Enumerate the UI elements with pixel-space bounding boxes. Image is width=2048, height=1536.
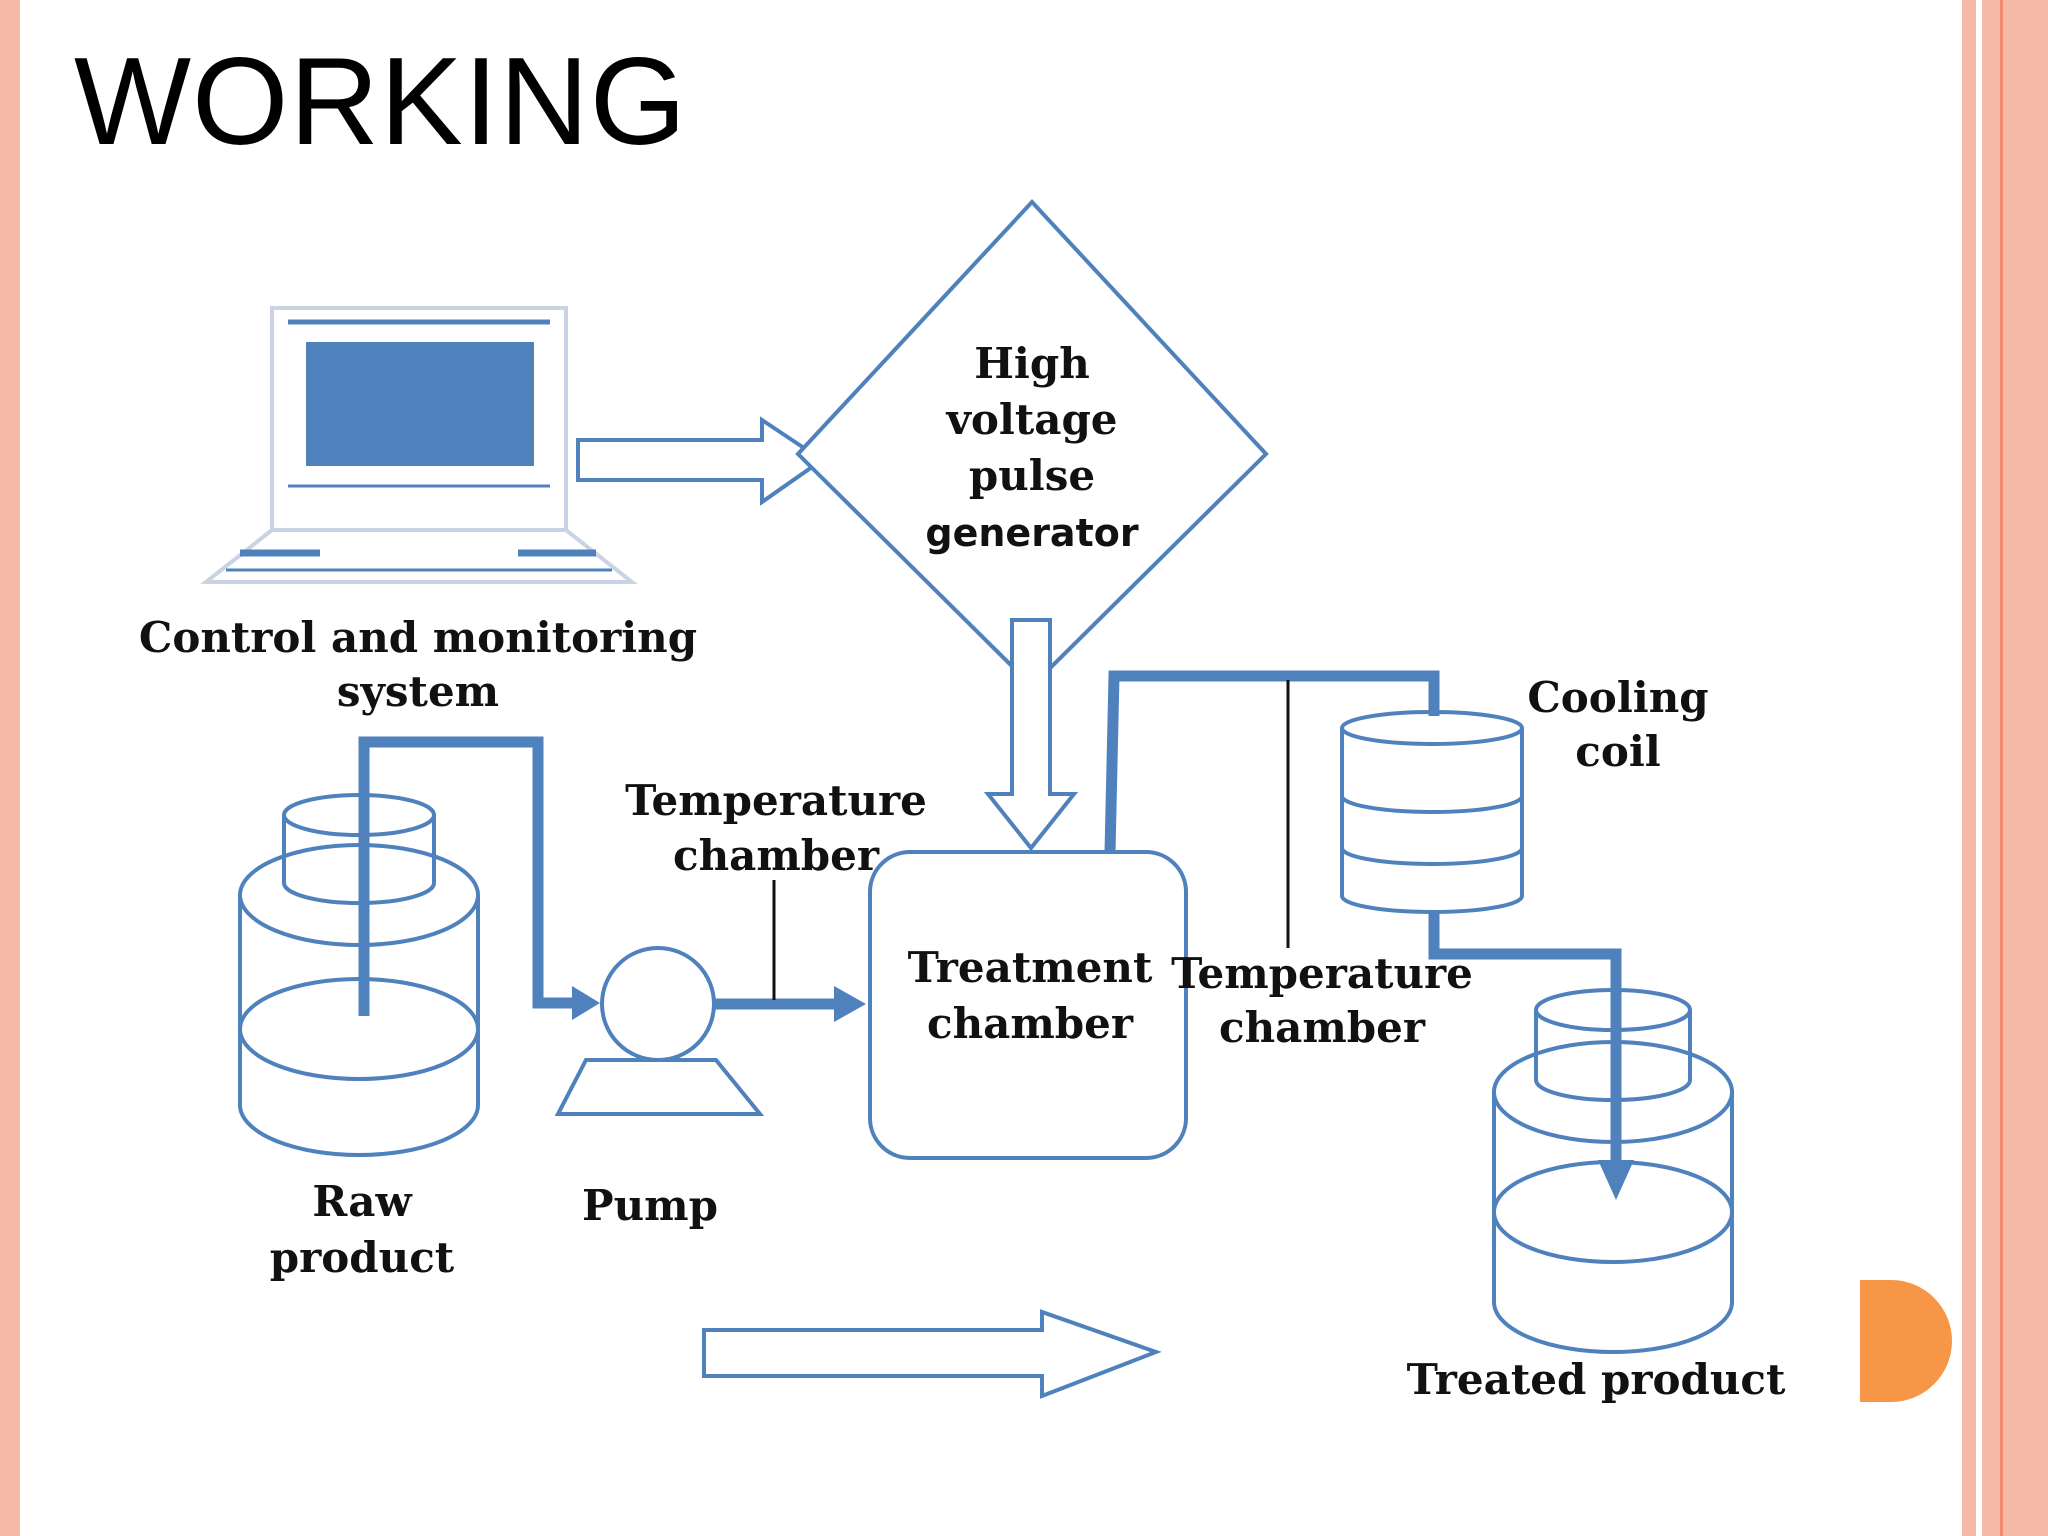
arrow-control-to-generator — [576, 416, 826, 506]
flow-direction-arrow — [702, 1309, 1162, 1399]
label-temp-right-line1: Temperature — [1171, 949, 1473, 998]
arrow-generator-to-treatment — [983, 618, 1079, 852]
label-temp-left-line1: Temperature — [625, 776, 927, 825]
label-treatment-line2: chamber — [927, 999, 1134, 1048]
label-pump: Pump — [582, 1181, 718, 1230]
label-cooling-line1: Cooling — [1527, 673, 1708, 722]
arrowhead-treated-in — [1598, 1160, 1634, 1200]
arrowhead-pump-in — [572, 986, 600, 1020]
pump-icon — [554, 946, 765, 1116]
pipe-raw-to-pump — [358, 736, 580, 1016]
pipe-treatment-to-cooling — [1104, 670, 1440, 853]
label-raw-line2: product — [270, 1233, 455, 1282]
label-treated: Treated product — [1407, 1355, 1786, 1404]
label-treatment-line1: Treatment — [908, 943, 1153, 992]
label-control-line1: Control and monitoring — [139, 613, 697, 662]
label-cooling-line2: coil — [1575, 727, 1661, 776]
right-border — [1962, 0, 1976, 1536]
laptop-icon — [200, 306, 638, 584]
pipe-cooling-to-treated — [1428, 912, 1622, 1166]
cooling-coil — [1340, 710, 1524, 914]
right-border-outer — [1982, 0, 2048, 1536]
label-generator-line4: generator — [925, 511, 1138, 555]
label-generator-line3: pulse — [969, 451, 1095, 500]
treatment-chamber — [868, 850, 1188, 1160]
label-generator-line1: High — [974, 339, 1090, 388]
label-generator-line2: voltage — [945, 395, 1117, 444]
arrowhead-treatment-in — [834, 986, 866, 1022]
label-temp-left-line2: chamber — [673, 831, 880, 880]
left-border — [0, 0, 20, 1536]
laptop-screen — [306, 342, 534, 466]
generator-diamond — [795, 199, 1269, 689]
label-temp-right-line2: chamber — [1219, 1003, 1426, 1052]
label-raw-line1: Raw — [312, 1177, 412, 1226]
right-border-line — [2000, 0, 2003, 1536]
slide-title: WORKING — [74, 33, 688, 171]
label-control-line2: system — [337, 667, 499, 716]
